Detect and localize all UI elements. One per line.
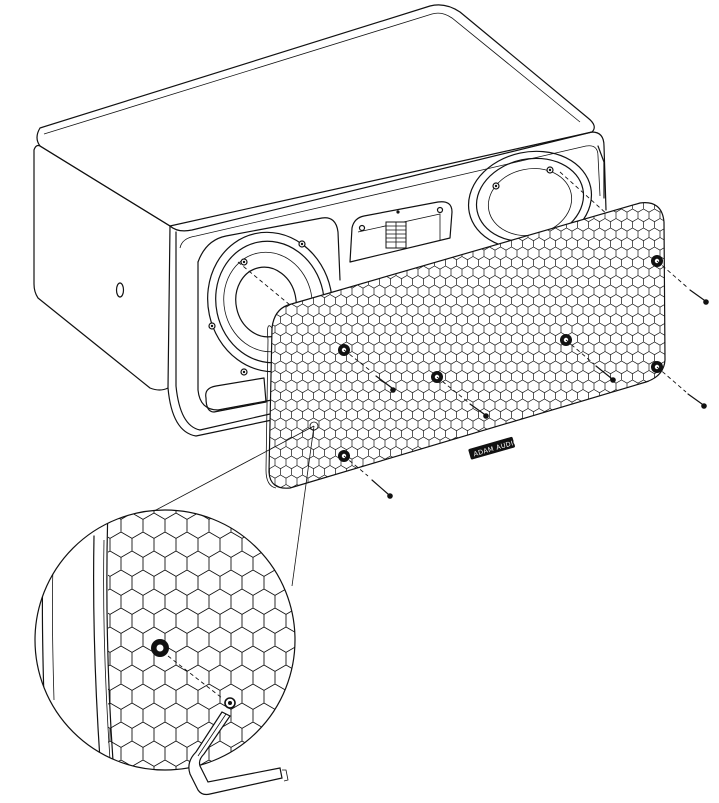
hex-key-icon	[188, 711, 289, 796]
screw-icon	[595, 365, 616, 383]
zoom-callout	[34, 421, 319, 796]
screws	[343, 260, 709, 499]
grille-logo-text: ADAM AUDIO	[473, 438, 520, 459]
screw-icon	[689, 289, 709, 305]
speaker-cabinet-icon	[33, 4, 607, 437]
tweeter-icon	[349, 201, 453, 263]
grille-icon: ADAM AUDIO	[265, 202, 666, 489]
screw-icon	[687, 393, 707, 409]
screw-icon	[371, 479, 393, 499]
grille-logo: ADAM AUDIO	[468, 436, 520, 460]
cabinet-side-hole	[115, 282, 125, 298]
screw-icon	[375, 375, 396, 393]
screw-icon	[469, 403, 489, 419]
bass-port	[205, 377, 267, 413]
